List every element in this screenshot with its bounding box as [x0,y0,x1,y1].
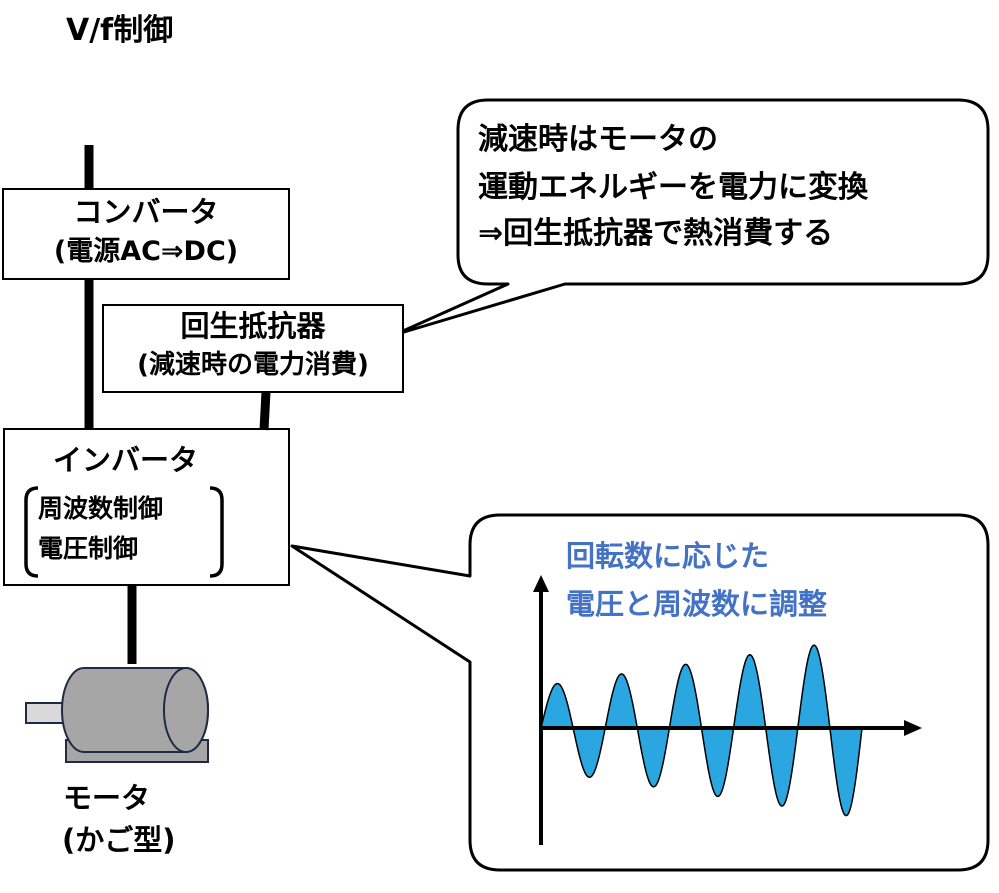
wave-x-arrowhead [904,720,922,736]
motor-sub-label: (かご型) [62,823,176,857]
callout-top-bubble [392,98,990,337]
motor-icon [25,667,209,763]
resistor-box: 回生抵抗器 (減速時の電力消費) [102,304,404,393]
callout-bottom-bubble [290,513,990,872]
inverter-box: インバータ 周波数制御 電圧制御 [3,428,290,586]
wave-signal [540,644,863,817]
inverter-voltage-control: 電圧制御 [38,534,139,563]
callout-top-line1: 減速時はモータの [478,122,718,157]
callout-top-line2: 運動エネルギーを電力に変換 [478,170,868,205]
converter-box: コンバータ (電源AC⇒DC) [2,188,290,280]
resistor-label: 回生抵抗器 [180,309,326,343]
converter-label: コンバータ [73,195,219,229]
inverter-bracket-right [209,486,224,578]
motor-label: モータ [63,781,151,815]
inverter-bracket-left [24,486,39,578]
callout-bottom-line2: 電圧と周波数に調整 [566,587,828,621]
motor-endcap [163,667,209,753]
resistor-link-line [259,391,271,431]
callout-bottom-line1: 回転数に応じた [566,539,770,573]
inverter-label: インバータ [53,443,199,477]
resistor-sub-label: (減速時の電力消費) [137,350,369,380]
wave-y-arrowhead [533,575,549,592]
callout-top-line3: ⇒回生抵抗器で熱消費する [478,216,834,251]
inverter-frequency-control: 周波数制御 [38,494,164,523]
page-title: V/f制御 [66,13,174,48]
converter-sub-label: (電源AC⇒DC) [53,236,239,267]
